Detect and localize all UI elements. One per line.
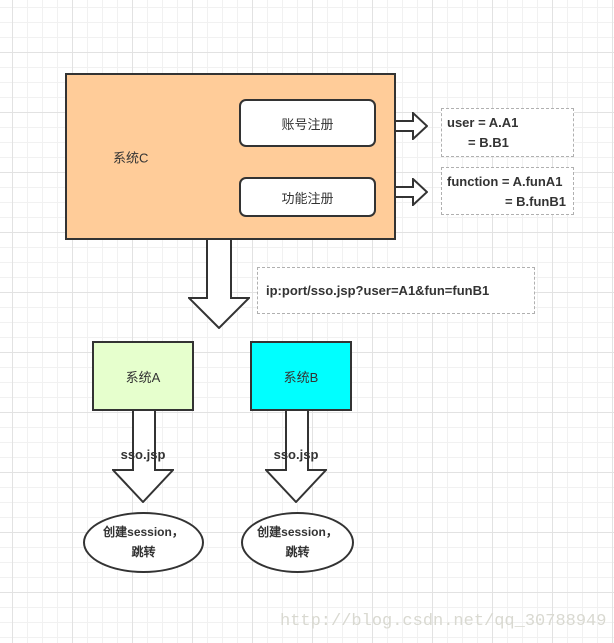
function-mapping-line1: function = A.funA1 [447,174,563,189]
system-b-label: 系统B [283,369,319,385]
system-c-box: 系统C 账号注册 功能注册 [65,73,396,240]
block-arrow-right-icon [394,178,428,206]
block-arrow-right-icon [394,112,428,140]
sso-url-note: ip:port/sso.jsp?user=A1&fun=funB1 [257,267,535,314]
session-a-line2: 跳转 [131,544,156,559]
watermark-text: http://blog.csdn.net/qq_30788949 [280,612,607,631]
session-b-line2: 跳转 [285,544,310,559]
system-a-label: 系统A [125,369,161,385]
account-register-label: 账号注册 [281,116,334,132]
system-a-box: 系统A [92,341,194,411]
block-arrow-down-icon [265,410,327,503]
user-mapping-line2: = B.B1 [468,135,509,150]
sso-url-text: ip:port/sso.jsp?user=A1&fun=funB1 [266,282,490,298]
system-c-label: 系统C [113,150,149,165]
account-register-box: 账号注册 [239,99,376,147]
user-mapping-line1: user = A.A1 [447,115,519,130]
session-a-line1: 创建session， [103,525,184,540]
session-ellipse-a: 创建session， 跳转 [83,512,204,573]
function-register-label: 功能注册 [281,190,334,206]
sso-jsp-label-b: sso.jsp [273,447,319,462]
system-b-box: 系统B [250,341,352,411]
session-ellipse-b: 创建session， 跳转 [241,512,354,573]
sso-jsp-label-a: sso.jsp [120,447,166,462]
function-register-box: 功能注册 [239,177,376,217]
function-mapping-line2: = B.funB1 [504,194,566,209]
block-arrow-down-icon [112,410,174,503]
user-mapping-note: user = A.A1 = B.B1 [441,108,574,157]
function-mapping-note: function = A.funA1 = B.funB1 [441,167,574,215]
block-arrow-down-icon [188,238,250,329]
session-b-line1: 创建session， [257,525,338,540]
